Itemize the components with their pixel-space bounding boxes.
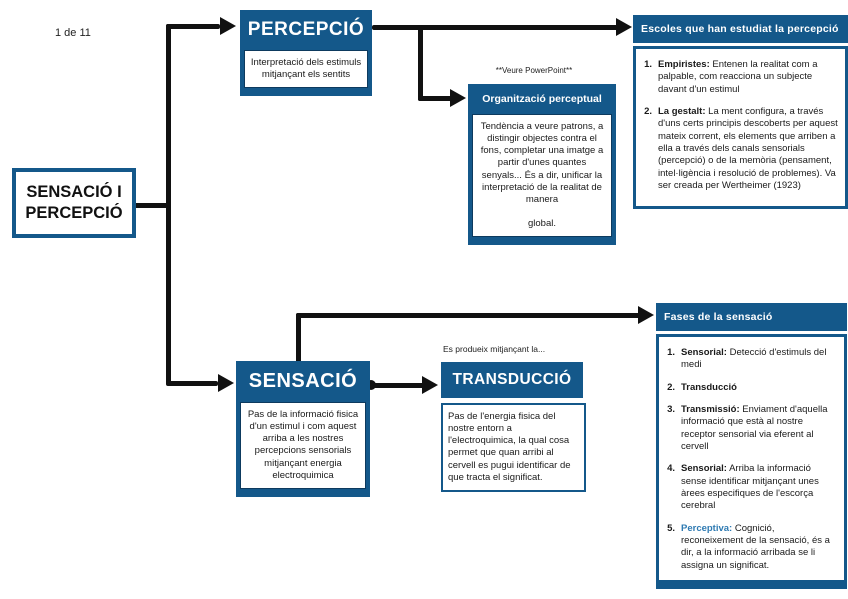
- panel-fases: Fases de la sensació 1. Sensorial: Detec…: [656, 303, 847, 590]
- transduccio-note: Es produeix mitjançant la...: [443, 344, 546, 354]
- panel-body: 1. Empiristes: Entenen la realitat com a…: [633, 46, 848, 210]
- connector-to-percepcio: [166, 24, 220, 29]
- item-lead: Transmissió:: [681, 404, 740, 416]
- arrowhead-icon: [218, 374, 234, 392]
- list-item: 2. Transducció: [663, 382, 838, 394]
- connector-branch-down: [418, 25, 423, 101]
- arrowhead-icon: [638, 306, 654, 324]
- connector-sensacio-up: [296, 313, 301, 363]
- node-description: Interpretació dels estimuls mitjançant e…: [244, 50, 368, 89]
- item-text: Empiristes: Entenen la realitat com a pa…: [658, 59, 818, 95]
- list-item: 1. Empiristes: Entenen la realitat com a…: [640, 59, 839, 96]
- item-lead: Sensorial:: [681, 347, 727, 358]
- node-title: Organització perceptual: [482, 93, 602, 105]
- page-number: 1 de 11: [55, 27, 91, 39]
- item-text: Transmissió: Enviament d'aquella informa…: [681, 404, 828, 453]
- node-description: Tendència a veure patrons, a distingir o…: [472, 114, 612, 238]
- connector-root-trunk: [133, 203, 170, 208]
- node-title: TRANSDUCCIÓ: [441, 362, 583, 398]
- connector-to-escoles: [372, 25, 618, 30]
- node-title: SENSACIÓ I PERCEPCIÓ: [25, 183, 123, 222]
- node-description: Pas de la informació fisica d'un estimul…: [240, 402, 366, 489]
- item-lead: Sensorial:: [681, 463, 727, 475]
- list-item: 2. La gestalt: La ment configura, a trav…: [640, 106, 839, 192]
- list-item: 3. Transmissió: Enviament d'aquella info…: [663, 404, 838, 453]
- connector-to-transduccio: [370, 383, 424, 388]
- node-sensacio: SENSACIÓ Pas de la informació fisica d'u…: [236, 361, 370, 497]
- list-item: 5. Perceptiva: Cognició, reconeixement d…: [663, 523, 838, 572]
- node-description: Pas de l'energia fisica del nostre entor…: [441, 403, 586, 492]
- item-text: Transducció: [681, 382, 737, 394]
- item-text: Sensorial: Detecció d'estimuls del medi: [681, 347, 827, 371]
- panel-body: 1. Sensorial: Detecció d'estimuls del me…: [656, 334, 847, 590]
- node-title: SENSACIÓ: [248, 370, 358, 392]
- item-text: La gestalt: La ment configura, a través …: [658, 106, 838, 192]
- item-number: 5.: [667, 522, 675, 534]
- powerpoint-note: **Veure PowerPoint**: [495, 66, 573, 75]
- item-number: 1.: [644, 59, 652, 70]
- panel-escoles: Escoles que han estudiat la percepció 1.…: [633, 15, 848, 210]
- connector-to-fases: [296, 313, 640, 318]
- list-item: 4. Sensorial: Arriba la informació sense…: [663, 463, 838, 512]
- node-transduccio: TRANSDUCCIÓ Pas de l'energia fisica del …: [441, 362, 586, 492]
- node-sensacio-i-percepcio: SENSACIÓ I PERCEPCIÓ: [12, 168, 136, 238]
- panel-title: Fases de la sensació: [656, 303, 847, 331]
- item-number: 1.: [667, 347, 675, 358]
- node-title: PERCEPCIÓ: [247, 19, 365, 40]
- item-lead: Empiristes:: [658, 59, 710, 70]
- item-number: 2.: [667, 381, 675, 393]
- item-number: 4.: [667, 463, 675, 475]
- description-text: Tendència a veure patrons, a distingir o…: [480, 121, 604, 205]
- arrowhead-icon: [616, 18, 632, 36]
- item-lead: Transducció: [681, 381, 737, 393]
- node-organitzacio-perceptual: Organització perceptual Tendència a veur…: [468, 84, 616, 246]
- connector-to-sensacio: [166, 381, 218, 386]
- panel-title: Escoles que han estudiat la percepció: [633, 15, 848, 43]
- description-tail: global.: [528, 218, 556, 230]
- item-lead: Perceptiva:: [681, 522, 733, 534]
- list-item: 1. Sensorial: Detecció d'estimuls del me…: [663, 347, 838, 372]
- node-percepcio: PERCEPCIÓ Interpretació dels estimuls mi…: [240, 10, 372, 97]
- item-number: 2.: [644, 106, 652, 118]
- item-lead: La gestalt:: [658, 106, 706, 118]
- arrowhead-icon: [422, 376, 438, 394]
- arrowhead-icon: [450, 89, 466, 107]
- item-number: 3.: [667, 404, 675, 416]
- connector-trunk-vertical: [166, 24, 171, 384]
- arrowhead-icon: [220, 17, 236, 35]
- item-text: Perceptiva: Cognició, reconeixement de l…: [681, 522, 830, 571]
- connector-to-organitzacio: [418, 96, 452, 101]
- item-text: Sensorial: Arriba la informació sense id…: [681, 463, 819, 512]
